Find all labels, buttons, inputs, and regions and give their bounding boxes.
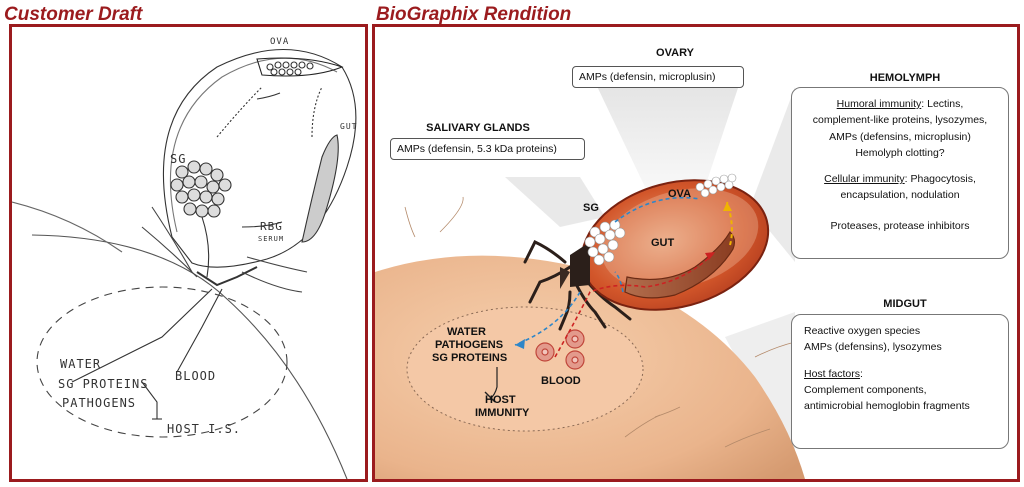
hemolymph-title: HEMOLYMPH bbox=[869, 72, 941, 84]
humoral-line-3: Hemolyph clotting? bbox=[855, 146, 945, 159]
humoral-line-2: AMPs (defensins, microplusin) bbox=[829, 130, 971, 143]
biographix-panel: OVARY AMPs (defensin, microplusin) SALIV… bbox=[372, 24, 1020, 482]
humoral-line-0: : Lectins, bbox=[921, 98, 964, 110]
sketch-blood-label: BLOOD bbox=[175, 369, 217, 383]
host-line-1: antimicrobial hemoglobin fragments bbox=[804, 400, 970, 413]
ovary-callout: AMPs (defensin, microplusin) bbox=[572, 66, 744, 88]
sketch-host-is-label: HOST I.S. bbox=[167, 422, 242, 436]
host-line-0: Complement components, bbox=[804, 383, 927, 396]
salivary-title: SALIVARY GLANDS bbox=[426, 122, 530, 134]
salivary-callout: AMPs (defensin, 5.3 kDa proteins) bbox=[390, 138, 585, 160]
cellular-heading: Cellular immunity bbox=[824, 173, 905, 186]
sketch-drawing bbox=[12, 48, 357, 479]
sketch-ova-label: OVA bbox=[270, 37, 290, 47]
sketch-sg-proteins-label: SG PROTEINS bbox=[58, 377, 149, 391]
cellular-line-1: encapsulation, nodulation bbox=[840, 189, 960, 202]
right-panel-title: BioGraphix Rendition bbox=[376, 4, 572, 25]
ovary-title: OVARY bbox=[656, 47, 694, 59]
hemolymph-box: Humoral immunity: Lectins, complement-li… bbox=[791, 87, 1009, 259]
sketch-rbg-sub: SERUM bbox=[258, 235, 285, 243]
sketch-rbg-label: RBG bbox=[260, 220, 283, 233]
midgut-box: Reactive oxygen species AMPs (defensins)… bbox=[791, 314, 1009, 449]
customer-draft-panel: OVA SG GUT RBG SERUM WATER SG PROTEINS P… bbox=[9, 24, 368, 482]
tick-ova-label: OVA bbox=[668, 188, 692, 200]
host-factors-colon: : bbox=[860, 367, 863, 380]
midgut-line-0: Reactive oxygen species bbox=[804, 325, 921, 337]
ovary-text: AMPs (defensin, microplusin) bbox=[579, 71, 716, 83]
bite-blood-label: BLOOD bbox=[541, 375, 581, 387]
bite-immunity-label: IMMUNITY bbox=[475, 407, 530, 419]
humoral-line-1: complement-like proteins, lysozymes, bbox=[812, 114, 988, 127]
bite-sg-proteins-label: SG PROTEINS bbox=[432, 352, 508, 364]
bite-host-label: HOST bbox=[485, 394, 516, 406]
rendition-illustration bbox=[375, 82, 805, 479]
cellular-line-0: : Phagocytosis, bbox=[904, 173, 976, 186]
bite-pathogens-label: PATHOGENS bbox=[435, 339, 504, 351]
bite-water-label: WATER bbox=[447, 326, 486, 338]
humoral-heading: Humoral immunity bbox=[836, 98, 922, 110]
midgut-line-1: AMPs (defensins), lysozymes bbox=[804, 341, 942, 354]
host-factors-heading: Host factors bbox=[804, 367, 861, 380]
sketch-water-label: WATER bbox=[60, 357, 102, 371]
left-panel-title: Customer Draft bbox=[4, 4, 143, 25]
proteases-line: Proteases, protease inhibitors bbox=[830, 219, 970, 232]
sketch-gut-label: GUT bbox=[340, 122, 358, 131]
sketch-sg-label: SG bbox=[170, 152, 187, 166]
tick-gut-label: GUT bbox=[651, 237, 675, 249]
salivary-text: AMPs (defensin, 5.3 kDa proteins) bbox=[397, 143, 557, 155]
sketch-pathogens-label: PATHOGENS bbox=[62, 396, 137, 410]
midgut-title: MIDGUT bbox=[883, 298, 927, 310]
tick-sg-label: SG bbox=[583, 202, 599, 214]
